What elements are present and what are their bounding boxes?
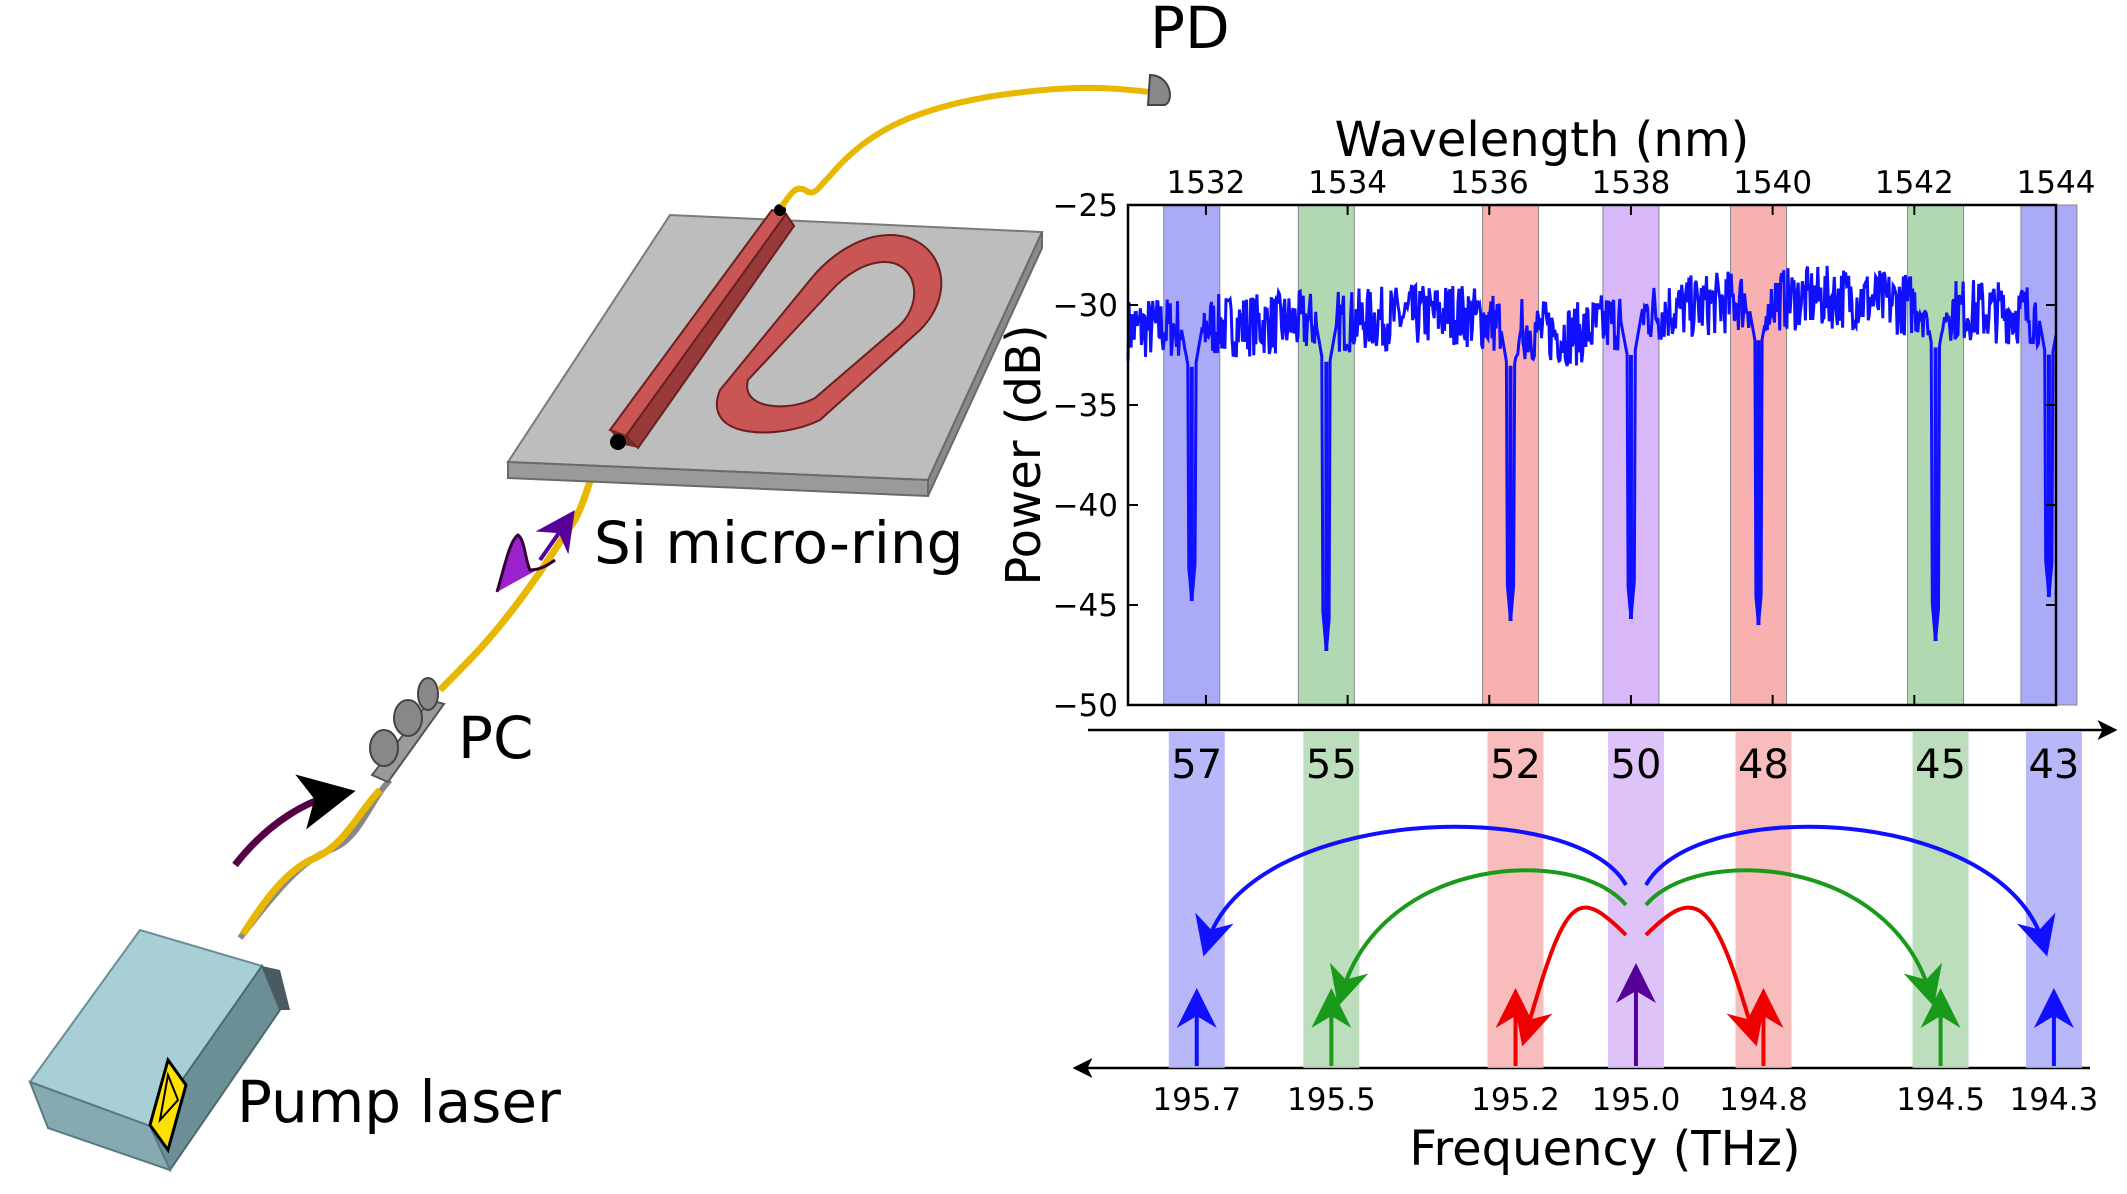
conversion-arrow-left-blue <box>1195 824 1628 957</box>
fiber-chip-pd <box>779 84 1151 208</box>
top-axis-label: Wavelength (nm) <box>1335 112 1750 168</box>
y-tick-label: −25 <box>1053 188 1118 224</box>
mode-number: 48 <box>1738 742 1789 788</box>
top-tick-label: 1532 <box>1166 165 1245 201</box>
setup-diagram: Pump laser PC Si micro-ring <box>28 0 1230 1173</box>
y-tick-label: −50 <box>1053 688 1118 724</box>
plot-frame <box>1126 203 2058 707</box>
light-direction-arrow <box>232 774 356 868</box>
top-tick-label: 1540 <box>1733 165 1812 201</box>
frequency-tick-label: 195.5 <box>1287 1082 1376 1118</box>
fiber-pc-chip <box>437 448 604 693</box>
top-tick-label: 1544 <box>2017 165 2096 201</box>
conversion-arrow-left-red <box>1513 905 1628 1047</box>
frequency-tick-label: 195.7 <box>1152 1082 1241 1118</box>
mode-number: 55 <box>1306 742 1357 788</box>
top-tick-label: 1534 <box>1308 165 1387 201</box>
mode-number: 52 <box>1490 742 1541 788</box>
mode-number: 45 <box>1915 742 1966 788</box>
pump-laser-box <box>28 928 290 1173</box>
mode-number: 43 <box>2028 742 2079 788</box>
label-pd: PD <box>1150 0 1230 62</box>
y-tick-label: −35 <box>1053 388 1118 424</box>
frequency-diagram: 57 195.7 55 195.5 52 195.2 50 195.0 48 194.8 45 194… <box>1072 720 2118 1177</box>
mode-number: 57 <box>1171 742 1222 788</box>
spectrum-trace <box>1126 265 2058 648</box>
input-coupler-dot <box>610 434 626 450</box>
laser-warning-icon <box>148 1056 188 1154</box>
y-tick-label: −40 <box>1053 488 1118 524</box>
frequency-tick-label: 194.5 <box>1896 1082 1985 1118</box>
si-chip <box>506 204 1044 498</box>
y-tick-label: −30 <box>1053 288 1118 324</box>
y-tick-label: −45 <box>1053 588 1118 624</box>
frequency-axis-label: Frequency (THz) <box>1409 1121 1800 1177</box>
fiber-laser-pc <box>240 787 383 936</box>
mode-number: 50 <box>1611 742 1662 788</box>
frequency-tick-label: 194.8 <box>1719 1082 1808 1118</box>
label-pc: PC <box>458 704 533 772</box>
frequency-tick-label: 195.2 <box>1471 1082 1560 1118</box>
photodetector-icon <box>1146 73 1171 106</box>
top-tick-label: 1538 <box>1592 165 1671 201</box>
spectrum-plot: 1532 1534 1536 1538 1540 1542 1544 Wavelength (… <box>996 112 2095 724</box>
conversion-arrow-right-red <box>1644 905 1766 1047</box>
frequency-tick-label: 195.0 <box>1592 1082 1681 1118</box>
conversion-arrow-right-green <box>1644 868 1943 1007</box>
conversion-arrow-left-green <box>1329 868 1628 1007</box>
top-tick-label: 1542 <box>1875 165 1954 201</box>
top-tick-label: 1536 <box>1450 165 1529 201</box>
label-si-micro-ring: Si micro-ring <box>594 509 963 577</box>
micro-ring <box>716 233 943 434</box>
conversion-arrow-right-blue <box>1644 824 2056 957</box>
label-pump-laser: Pump laser <box>237 1068 561 1136</box>
pulse-icon <box>495 510 575 593</box>
output-coupler-dot <box>774 204 786 216</box>
frequency-tick-label: 194.3 <box>2010 1082 2099 1118</box>
y-axis-label: Power (dB) <box>996 324 1052 585</box>
polarization-controller <box>369 677 446 784</box>
